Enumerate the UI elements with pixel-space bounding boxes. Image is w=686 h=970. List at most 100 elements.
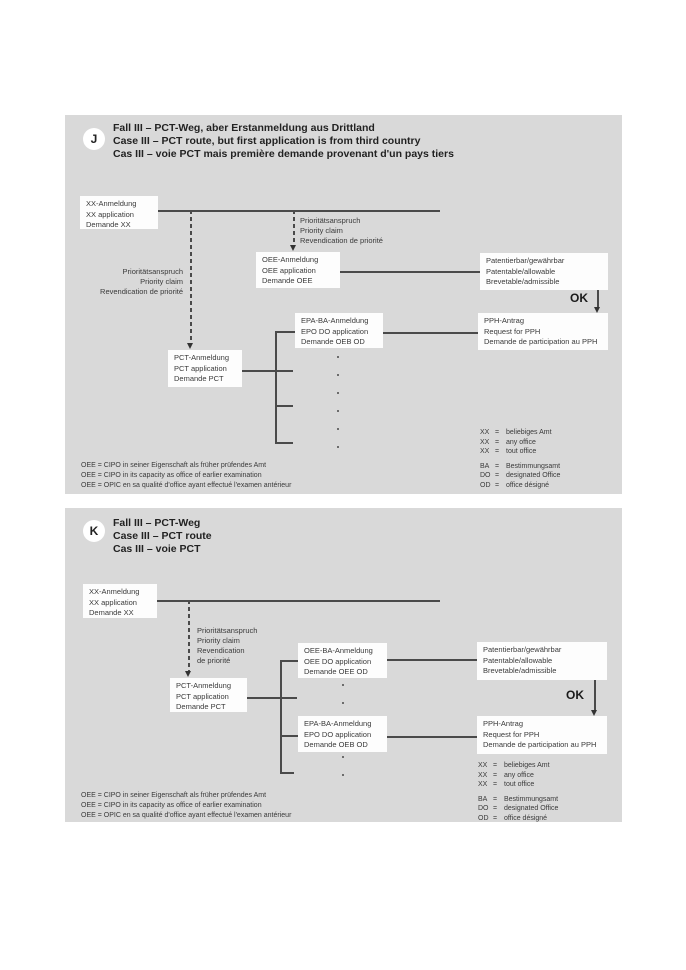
legend-text: tout office bbox=[504, 781, 535, 788]
connector-pct-branch bbox=[242, 370, 293, 372]
box-line: Demande XX bbox=[86, 220, 131, 229]
box-line: Demande OEB OD bbox=[304, 740, 368, 749]
label-line: Prioritätsanspruch bbox=[197, 626, 258, 635]
box-line: Demande de participation au PPH bbox=[483, 740, 597, 749]
legend-text: beliebiges Amt bbox=[506, 429, 552, 436]
label-line: Revendication de priorité bbox=[100, 287, 183, 296]
legend-text: designated Office bbox=[506, 472, 561, 479]
box-pph-request: PPH-Antrag Request for PPH Demande de pa… bbox=[477, 716, 607, 754]
box-line: Demande OEB OD bbox=[301, 337, 365, 346]
box-line: Request for PPH bbox=[484, 326, 541, 336]
connector-xx-timeline bbox=[158, 210, 440, 212]
ellipsis-dot bbox=[337, 410, 339, 412]
oee-footnote: OEE = CIPO in seiner Eigenschaft als frü… bbox=[81, 461, 291, 491]
connector-pct-branch bbox=[247, 697, 297, 699]
footnote-line: OEE = CIPO in its capacity as office of … bbox=[81, 802, 262, 809]
box-line: PCT-Anmeldung bbox=[176, 681, 232, 690]
legend-abbr: XX bbox=[480, 429, 490, 436]
box-line: Demande de participation au PPH bbox=[484, 337, 598, 346]
branch-vertical-line bbox=[275, 331, 277, 443]
legend-eq: = bbox=[493, 795, 498, 803]
box-line: Demande PCT bbox=[176, 702, 226, 711]
legend-row: XX=beliebiges Amt bbox=[478, 761, 558, 771]
legend-text: office désigné bbox=[504, 814, 548, 822]
legend-eq: = bbox=[495, 481, 500, 489]
connector-oeeba-patentable bbox=[387, 659, 477, 661]
box-line: XX-Anmeldung bbox=[86, 199, 137, 208]
priority-dashed-line-right bbox=[293, 210, 295, 245]
legend-eq: = bbox=[495, 448, 500, 455]
legend-eq: = bbox=[493, 762, 498, 769]
arrow-down-icon bbox=[591, 710, 597, 716]
legend-abbr: XX bbox=[478, 771, 488, 779]
label-line: Prioritätsanspruch bbox=[122, 267, 183, 276]
title-line-en: Case III – PCT route bbox=[113, 530, 212, 542]
connector-oee-patentable bbox=[340, 271, 480, 273]
legend-abbr: DO bbox=[478, 805, 489, 812]
ellipsis-dot bbox=[342, 684, 344, 686]
box-pph-request: PPH-Antrag Request for PPH Demande de pa… bbox=[478, 313, 608, 350]
legend-abbr: OD bbox=[480, 481, 491, 489]
branch-tick-mid bbox=[280, 735, 298, 737]
box-oee-application: OEE-Anmeldung OEE application Demande OE… bbox=[256, 252, 340, 288]
legend-eq: = bbox=[495, 429, 500, 436]
box-epa-ba-application: EPA-BA-Anmeldung EPO DO application Dema… bbox=[298, 716, 387, 752]
legend-eq: = bbox=[493, 771, 498, 779]
box-line: EPO DO application bbox=[301, 326, 369, 336]
legend-abbr: OD bbox=[478, 814, 489, 822]
legend-eq: = bbox=[493, 805, 498, 812]
ok-arrow-line bbox=[594, 680, 596, 710]
ellipsis-dot bbox=[337, 374, 339, 376]
label-line: Revendication bbox=[197, 646, 245, 655]
footnote-line: OEE = CIPO in seiner Eigenschaft als frü… bbox=[81, 792, 267, 799]
box-line: PPH-Antrag bbox=[484, 316, 525, 325]
panel-case-k: K Fall III – PCT-Weg Case III – PCT rout… bbox=[65, 508, 622, 822]
legend-text: office désigné bbox=[506, 481, 550, 489]
legend-text: tout office bbox=[506, 448, 537, 455]
branch-tick-mid bbox=[275, 405, 293, 407]
legend-text: beliebiges Amt bbox=[504, 762, 550, 769]
box-pct-application: PCT-Anmeldung PCT application Demande PC… bbox=[170, 678, 247, 712]
box-line: Demande PCT bbox=[174, 374, 224, 383]
label-line: Priority claim bbox=[197, 636, 240, 645]
ok-label: OK bbox=[566, 688, 584, 702]
legend-abbr: BA bbox=[480, 462, 490, 470]
box-pct-application: PCT-Anmeldung PCT application Demande PC… bbox=[168, 350, 242, 387]
box-line: EPA-BA-Anmeldung bbox=[301, 316, 369, 325]
connector-xx-timeline bbox=[157, 600, 440, 602]
branch-tick-bottom bbox=[275, 442, 293, 444]
box-line: OEE DO application bbox=[304, 656, 372, 666]
legend-row: DO=designated Office bbox=[478, 804, 558, 814]
legend-eq: = bbox=[493, 781, 498, 788]
box-line: Patentable/allowable bbox=[483, 655, 553, 665]
title-line-de: Fall III – PCT-Weg, aber Erstanmeldung a… bbox=[113, 122, 375, 134]
legend-row: OD = office désigné bbox=[480, 481, 560, 491]
footnote-line: OEE = OPIC en sa qualité d'office ayant … bbox=[81, 482, 292, 489]
label-line: Prioritätsanspruch bbox=[300, 216, 361, 225]
legend-row: BA = Bestimmungsamt bbox=[478, 795, 558, 805]
box-line: Demande OEE bbox=[262, 276, 313, 285]
box-line: XX application bbox=[86, 209, 134, 219]
box-line: XX application bbox=[89, 597, 137, 607]
legend-abbr: BA bbox=[478, 795, 488, 803]
ellipsis-dot bbox=[342, 756, 344, 758]
legend-eq: = bbox=[495, 462, 500, 470]
branch-tick-top bbox=[280, 660, 298, 662]
box-oee-ba-application: OEE-BA-Anmeldung OEE DO application Dema… bbox=[298, 643, 387, 678]
branch-tick-top bbox=[275, 331, 295, 333]
case-badge-j: J bbox=[83, 128, 105, 150]
box-line: PCT-Anmeldung bbox=[174, 353, 230, 362]
legend-text: any office bbox=[506, 438, 536, 446]
legend-text: Bestimmungsamt bbox=[504, 795, 559, 803]
box-xx-application: XX-Anmeldung XX application Demande XX bbox=[80, 196, 158, 229]
priority-dashed-line-left bbox=[190, 210, 192, 343]
branch-vertical-line bbox=[280, 660, 282, 772]
legend-abbr: XX bbox=[480, 448, 490, 455]
footnote-line: OEE = CIPO in seiner Eigenschaft als frü… bbox=[81, 462, 267, 469]
box-line: Demande XX bbox=[89, 608, 134, 617]
box-line: EPA-BA-Anmeldung bbox=[304, 719, 372, 728]
box-line: PPH-Antrag bbox=[483, 719, 524, 728]
box-epa-ba-application: EPA-BA-Anmeldung EPO DO application Dema… bbox=[295, 313, 383, 348]
title-line-fr: Cas III – voie PCT mais première demande… bbox=[113, 148, 454, 160]
